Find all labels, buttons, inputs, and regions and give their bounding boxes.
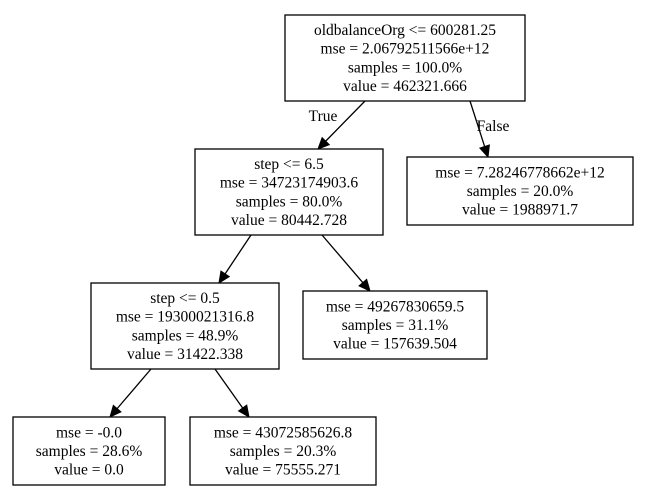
node-box — [194, 148, 384, 236]
edge-n1-n3 — [218, 234, 252, 285]
node-text-line: value = 0.0 — [54, 462, 124, 479]
node-text-line: mse = 49267830659.5 — [326, 298, 465, 315]
arrowhead-icon — [237, 404, 250, 418]
node-text-line: samples = 48.9% — [132, 327, 239, 344]
node-box — [12, 416, 166, 486]
node-text-line: value = 31422.338 — [127, 346, 243, 363]
tree-node-n6: mse = 43072585626.8 samples = 20.3% value … — [189, 416, 377, 486]
node-text-line: mse = 34723174903.6 — [220, 175, 359, 192]
node-box — [90, 282, 280, 370]
node-text-line: mse = -0.0 — [56, 424, 122, 441]
tree-node-n4: mse = 49267830659.5 samples = 31.1% value … — [302, 290, 488, 360]
node-text-line: oldbalanceOrg <= 600281.25 — [314, 22, 496, 39]
edge-n0-n1: True — [309, 100, 366, 150]
edge-n3-n5 — [109, 368, 152, 418]
tree-node-n5: mse = -0.0 samples = 28.6% value = 0.0 — [12, 416, 166, 486]
edge-line — [325, 100, 366, 142]
node-box — [189, 416, 377, 486]
nodes-layer: oldbalanceOrg <= 600281.25 mse = 2.067925… — [12, 14, 634, 486]
node-text-line: value = 462321.666 — [343, 78, 467, 95]
arrowhead-icon — [358, 278, 371, 292]
node-text-line: value = 75555.271 — [225, 462, 341, 479]
edge-label-false: False — [477, 118, 510, 135]
node-box — [284, 14, 526, 102]
node-text-line: step <= 6.5 — [254, 156, 324, 173]
node-text-line: mse = 19300021316.8 — [116, 309, 255, 326]
arrowhead-icon — [317, 136, 331, 150]
node-text-line: step <= 0.5 — [150, 290, 220, 307]
node-text-line: value = 80442.728 — [231, 212, 347, 229]
edge-line — [469, 100, 486, 147]
edge-line — [214, 368, 244, 409]
node-text-line: samples = 80.0% — [236, 193, 343, 210]
edge-n3-n6 — [214, 368, 250, 418]
edge-line — [321, 234, 364, 284]
node-text-line: samples = 100.0% — [348, 59, 462, 76]
node-text-line: value = 157639.504 — [333, 336, 457, 353]
node-text-line: mse = 43072585626.8 — [214, 424, 353, 441]
node-text-line: samples = 28.6% — [36, 443, 143, 460]
node-text-line: samples = 20.3% — [230, 443, 337, 460]
edge-label-true: True — [309, 108, 338, 125]
arrowhead-icon — [478, 144, 490, 159]
arrowhead-icon — [218, 270, 231, 285]
node-text-line: value = 1988971.7 — [462, 202, 578, 219]
arrowhead-icon — [109, 404, 122, 418]
node-text-line: samples = 20.0% — [467, 183, 574, 200]
tree-node-n2: mse = 7.28246778662e+12 samples = 20.0% va… — [406, 156, 634, 226]
edge-n1-n4 — [321, 234, 371, 292]
edge-line — [224, 234, 252, 275]
node-text-line: mse = 2.06792511566e+12 — [321, 41, 490, 58]
edge-line — [116, 368, 152, 410]
node-text-line: samples = 31.1% — [342, 317, 449, 334]
tree-node-n0: oldbalanceOrg <= 600281.25 mse = 2.067925… — [284, 14, 526, 102]
node-box — [406, 156, 634, 226]
node-box — [302, 290, 488, 360]
node-text-line: mse = 7.28246778662e+12 — [435, 164, 604, 181]
edge-n0-n2: False — [469, 100, 510, 159]
